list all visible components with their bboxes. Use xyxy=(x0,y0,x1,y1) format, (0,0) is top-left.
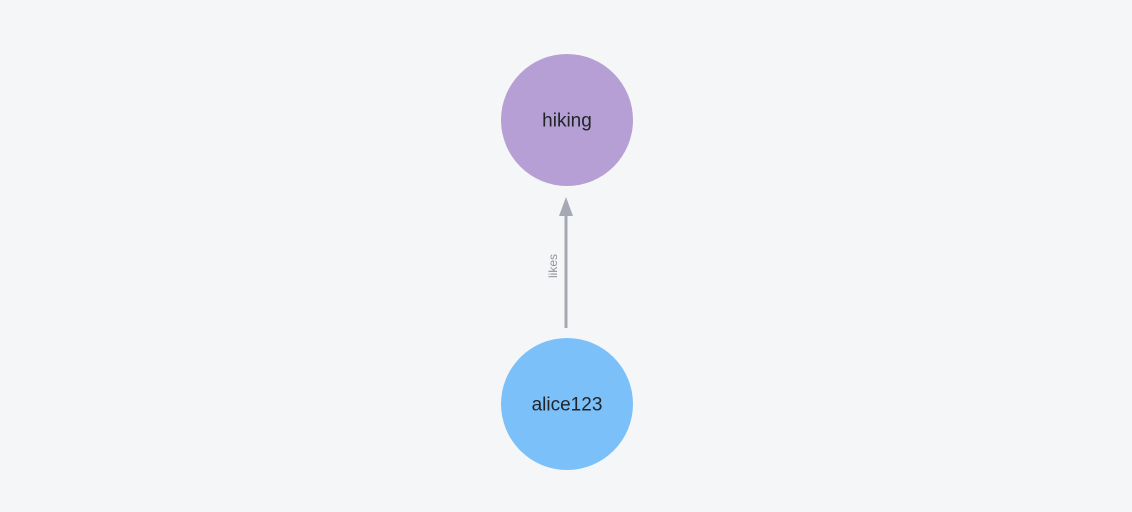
edge-likes: likes xyxy=(546,197,573,328)
node-alice123-group: alice123 xyxy=(501,338,633,470)
node-alice123[interactable] xyxy=(501,338,633,470)
arrowhead-icon xyxy=(559,197,573,216)
node-hiking-group: hiking xyxy=(501,54,633,186)
node-hiking-label: hiking xyxy=(542,111,592,132)
edge-label: likes xyxy=(546,254,560,278)
node-alice123-label: alice123 xyxy=(532,395,603,416)
node-hiking[interactable] xyxy=(501,54,633,186)
